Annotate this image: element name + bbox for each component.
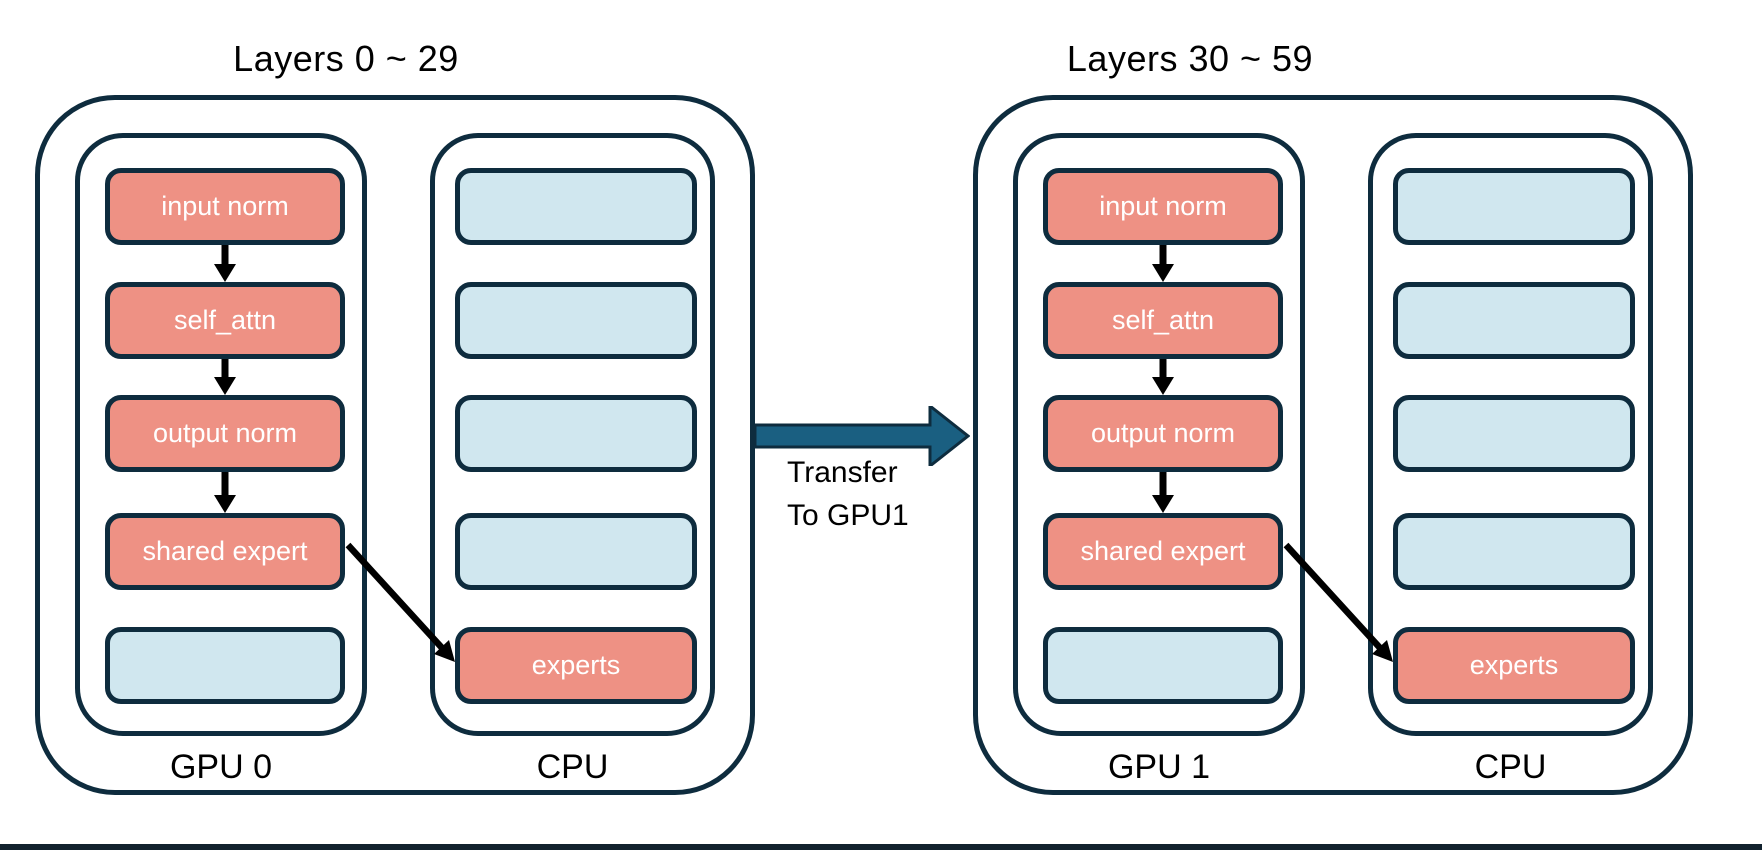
block-shared-expert: shared expert [1043, 513, 1283, 590]
block-output-norm: output norm [1043, 395, 1283, 472]
block-input-norm: input norm [105, 168, 345, 245]
block-empty [1393, 282, 1635, 359]
bottom-edge-bar [0, 844, 1762, 850]
block-experts: experts [1393, 627, 1635, 704]
transfer-label: Transfer To GPU1 [787, 451, 909, 537]
block-self-attn: self_attn [1043, 282, 1283, 359]
block-input-norm: input norm [1043, 168, 1283, 245]
block-empty [455, 168, 697, 245]
cpu-label-left: CPU [536, 748, 609, 786]
layers-title-left: Layers 0 ~ 29 [233, 38, 459, 79]
transfer-label-line1: Transfer [787, 456, 898, 489]
gpu0-label: GPU 0 [169, 748, 273, 786]
block-empty [105, 627, 345, 704]
gpu1-label: GPU 1 [1107, 748, 1211, 786]
transfer-arrow-icon [755, 406, 970, 466]
block-empty [1043, 627, 1283, 704]
layer-group-0: input norm self_attn output norm shared … [35, 95, 755, 795]
transfer-label-line2: To GPU1 [787, 499, 909, 532]
block-empty [455, 395, 697, 472]
block-empty [1393, 168, 1635, 245]
block-output-norm: output norm [105, 395, 345, 472]
block-shared-expert: shared expert [105, 513, 345, 590]
block-self-attn: self_attn [105, 282, 345, 359]
layer-group-1: input norm self_attn output norm shared … [973, 95, 1693, 795]
block-empty [1393, 395, 1635, 472]
block-empty [455, 513, 697, 590]
layers-title-right: Layers 30 ~ 59 [1066, 38, 1314, 79]
cpu-label-right: CPU [1474, 748, 1547, 786]
block-empty [1393, 513, 1635, 590]
block-experts: experts [455, 627, 697, 704]
block-empty [455, 282, 697, 359]
